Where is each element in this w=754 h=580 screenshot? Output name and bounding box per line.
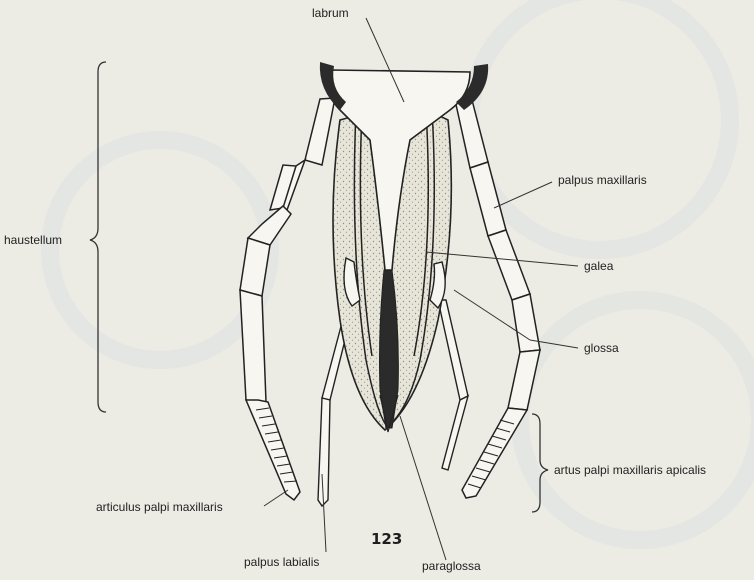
label-palpus-labialis: palpus labialis — [244, 555, 319, 569]
label-labrum: labrum — [312, 6, 349, 20]
label-articulus-palpi: articulus palpi maxillaris — [96, 500, 223, 514]
right-palpus-labialis — [438, 300, 468, 470]
label-artus-palpi: artus palpi maxillaris apicalis — [554, 463, 706, 477]
label-paraglossa: paraglossa — [422, 559, 481, 573]
label-glossa: glossa — [584, 341, 619, 355]
label-palpus-maxillaris: palpus maxillaris — [558, 173, 647, 187]
haustellum-bracket — [90, 62, 106, 412]
label-haustellum: haustellum — [4, 233, 62, 247]
label-galea: galea — [584, 259, 614, 273]
figure-number: 123 — [371, 530, 402, 548]
